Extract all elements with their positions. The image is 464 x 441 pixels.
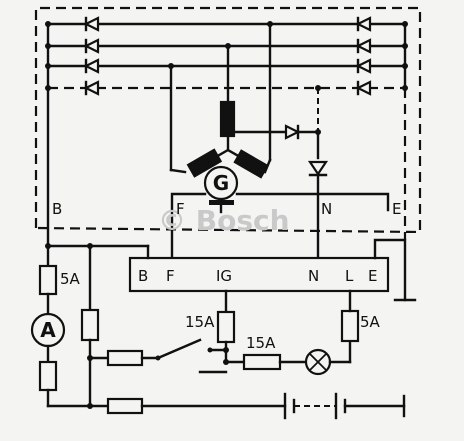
- diode-left-3: [83, 58, 100, 74]
- terminal-f-label: F: [176, 200, 185, 218]
- diode-right-4: [355, 80, 372, 96]
- ignition-feed: [80, 244, 229, 409]
- fuse-5a-lamp: [340, 309, 360, 343]
- reg-e-label: E: [368, 267, 377, 285]
- stator-winding: [169, 100, 288, 179]
- fuse-lamp-label: 5A: [360, 313, 381, 331]
- terminal-e-label: E: [392, 200, 401, 218]
- exciter-diodes: [284, 85, 329, 262]
- ig-line: 15A 15A 5A: [185, 289, 381, 376]
- main-charging-line: 5A A: [30, 243, 287, 415]
- rectifier-bridge: [45, 16, 408, 248]
- diode-right-1: [355, 16, 372, 32]
- fuse-5a-main: [38, 264, 58, 296]
- fuse-ig-label: 15A: [185, 313, 215, 331]
- ammeter-label: A: [40, 318, 56, 342]
- fuse-15a-series: [242, 353, 282, 371]
- fuse-ignition-feed: [80, 308, 100, 342]
- reg-b-label: B: [138, 267, 148, 285]
- fuse-main-label: 5A: [60, 270, 81, 288]
- bosch-watermark: © Bosch: [158, 204, 290, 237]
- fuse-switch-line: [106, 349, 144, 367]
- fuse-series-label: 15A: [246, 334, 276, 352]
- diode-left-2: [83, 38, 100, 54]
- battery: [283, 392, 406, 420]
- fuse-lower-left: [38, 360, 58, 392]
- fuse-15a-ig: [216, 310, 236, 344]
- generator-label: G: [213, 171, 229, 195]
- reg-f-label: F: [166, 267, 175, 285]
- reg-ig-label: IG: [216, 267, 232, 285]
- generator-rotor: G: [170, 165, 390, 262]
- terminal-b-label: B: [52, 200, 62, 218]
- diode-left-4: [83, 80, 100, 96]
- terminal-n-label: N: [321, 200, 332, 218]
- fuse-bottom: [106, 397, 144, 415]
- alternator-housing-outline: [34, 6, 422, 234]
- diode-right-2: [355, 38, 372, 54]
- diode-right-3: [355, 58, 372, 74]
- reg-l-label: L: [345, 267, 354, 285]
- diode-left-1: [83, 16, 100, 32]
- reg-n-label: N: [308, 267, 319, 285]
- voltage-regulator: B F IG N L E: [128, 256, 390, 293]
